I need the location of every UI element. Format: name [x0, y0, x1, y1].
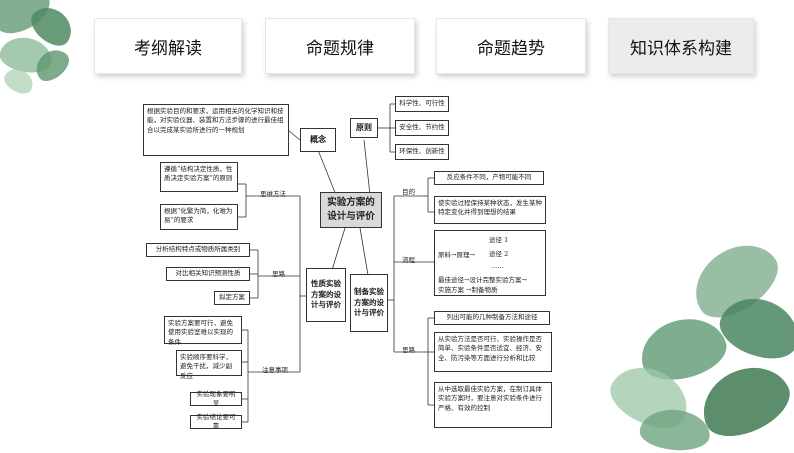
route-2-text: 途径 2 [489, 250, 509, 258]
tab-knowledge-system[interactable]: 知识体系构建 [608, 18, 754, 74]
tab-question-patterns[interactable]: 命题规律 [265, 18, 415, 74]
tab-exam-outline[interactable]: 考纲解读 [94, 18, 242, 74]
property-approach-label: 思路 [272, 270, 285, 278]
note-item: 实验顺序要科学，避免干扰，减少副反应 [176, 350, 242, 380]
process-label: 流程 [402, 256, 415, 264]
route-more-text: …… [491, 262, 504, 270]
route-1-text: 途径 1 [489, 236, 509, 244]
concept-description: 根据实验目的和要求，运用相关的化学知识和技能，对实验仪器、装置和方法步骤的进行最… [143, 104, 289, 156]
process-flow-box: 原料→原理→ 途径 1 途径 2 …… 最佳途径→设计完整实验方案→ 实施方案 … [434, 230, 546, 296]
principle-item: 环保性、创新性 [395, 144, 449, 160]
note-item: 实验现象要明显 [190, 390, 242, 407]
prep-design-node: 制备实验方案的设计与评价 [350, 274, 388, 332]
hub-node: 实验方案的设计与评价 [320, 192, 382, 228]
property-approach-item: 对比相关知识预测性质 [166, 267, 250, 281]
tab-question-trends[interactable]: 命题趋势 [436, 18, 586, 74]
notes-label: 注意事项 [262, 366, 288, 374]
process-step-2: 最佳途径→设计完整实验方案→ [438, 276, 527, 284]
thinking-method-item: 遵循“结构决定性质，性质决定实验方案”的原则 [160, 162, 238, 192]
purpose-label: 目的 [402, 188, 415, 196]
property-design-node: 性质实验方案的设计与评价 [306, 268, 346, 322]
thinking-method-label: 思维方法 [260, 190, 286, 198]
purpose-item: 反应条件不同，产物可能不同 [434, 171, 544, 185]
property-approach-item: 分析结构特点或物质所属类别 [146, 243, 250, 257]
prep-approach-label: 思路 [402, 346, 415, 354]
thinking-method-item: 根据“化繁为简，化难为易”的要求 [160, 204, 238, 230]
principle-item: 安全性、节约性 [395, 120, 449, 136]
process-step-3: 实施方案 →制备物质 [438, 286, 498, 294]
concept-node: 概念 [300, 128, 336, 152]
note-item: 实验方案要可行，避免使用实验室难以实现的条件 [164, 316, 242, 346]
principle-item: 科学性、可行性 [395, 96, 449, 112]
principle-node: 原则 [350, 118, 378, 138]
prep-approach-item: 从中选取最佳实验方案，在制订具体实验方案时，要注意对实验条件进行严格、有效的控制 [434, 382, 552, 428]
prep-approach-item: 从实验方法是否可行、实验操作是否简单、实验条件是否适宜、经济、安全、防污染等方面… [434, 332, 552, 372]
purpose-item: 使实验过程保持某种状态，发生某种特定变化并得到理想的结果 [434, 196, 546, 224]
note-item: 实验结论要可靠 [190, 413, 242, 430]
process-raw-text: 原料→原理→ [438, 251, 475, 259]
property-approach-item: 拟定方案 [214, 291, 250, 305]
prep-approach-item: 列出可能的几种制备方法和途径 [434, 311, 550, 325]
